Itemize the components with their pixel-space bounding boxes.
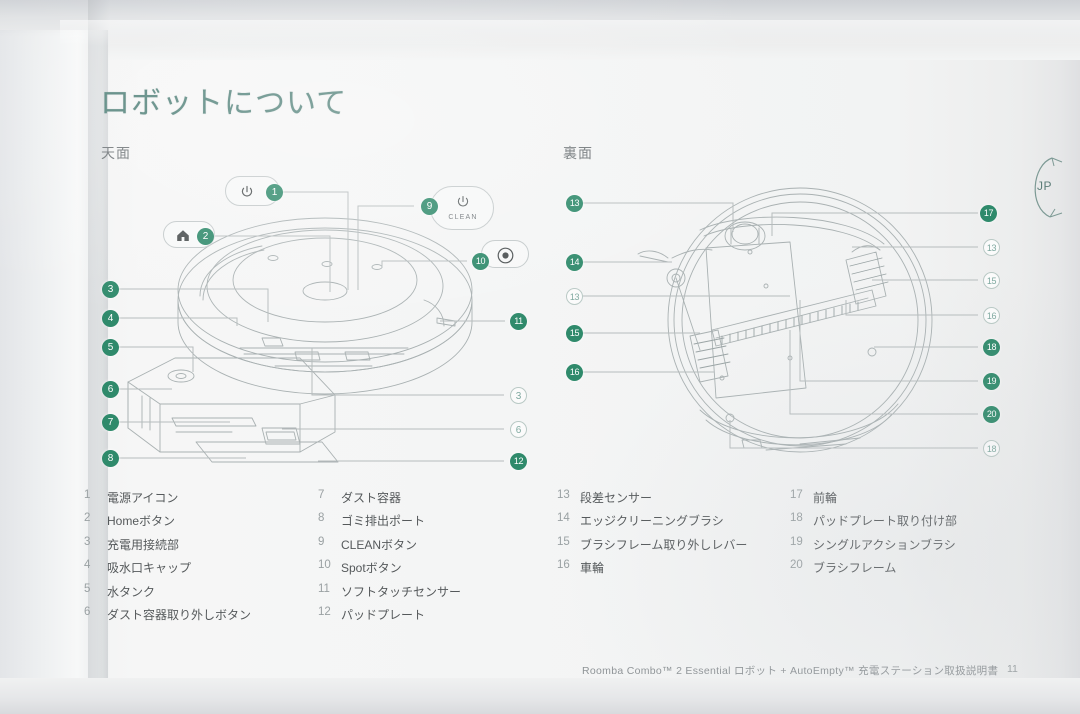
- legend-item-label: 車輪: [580, 561, 605, 576]
- power-icon: [457, 195, 469, 207]
- legend-item-label: パッドプレート取り付け部: [813, 514, 958, 529]
- language-tab-label: JP: [1037, 179, 1053, 193]
- legend-item-label: ゴミ排出ポート: [341, 514, 426, 529]
- legend-item-label: ソフトタッチセンサー: [341, 584, 462, 599]
- spot-button-chip[interactable]: [481, 240, 529, 268]
- language-tab-jp: JP: [1022, 155, 1080, 221]
- callout-badge-20: 20: [983, 406, 1000, 423]
- callout-badge-19: 19: [983, 373, 1000, 390]
- callout-badge-16: 16: [983, 307, 1000, 324]
- callout-badge-13: 13: [566, 195, 583, 212]
- callout-badge-10: 10: [472, 253, 489, 270]
- callout-badge-8: 8: [102, 450, 119, 467]
- legend-item-number: 5: [84, 582, 91, 595]
- legend-item-number: 8: [318, 512, 325, 525]
- callout-badge-13: 13: [983, 239, 1000, 256]
- clean-button-chip[interactable]: CLEAN: [430, 186, 494, 230]
- legend-item-label: 前輪: [813, 491, 838, 505]
- legend-item-label: Spotボタン: [341, 561, 402, 576]
- callout-badge-18: 18: [983, 440, 1000, 457]
- legend-item-number: 19: [790, 535, 803, 548]
- legend-item-label: 吸水口キャップ: [107, 561, 192, 576]
- legend-item-label: 水タンク: [107, 584, 156, 599]
- legend-item-label: Homeボタン: [107, 514, 176, 529]
- callout-badge-2: 2: [197, 228, 214, 245]
- legend-item-label: ブラシフレーム: [813, 561, 897, 576]
- callout-badge-5: 5: [102, 339, 119, 356]
- water-tank-module-drawing: [127, 357, 339, 463]
- legend-item-label: 段差センサー: [580, 491, 653, 505]
- callout-badge-15: 15: [983, 272, 1000, 289]
- callout-badge-9: 9: [421, 198, 438, 215]
- legend-item-number: 13: [557, 489, 570, 501]
- clean-button-label: CLEAN: [448, 214, 478, 221]
- legend-item-number: 15: [557, 535, 570, 548]
- legend: 1 電源アイコン 2 Homeボタン 3 充電用接続部 4 吸水口キャップ 5 水タンク 6 ダスト容…: [0, 489, 1080, 622]
- leader-lines-top-view: [113, 191, 505, 462]
- legend-item-number: 6: [84, 605, 91, 618]
- spot-icon: [497, 247, 514, 264]
- callout-badge-1: 1: [266, 184, 283, 201]
- language-tab-arc-icon: [1034, 157, 1063, 218]
- callout-badge-15: 15: [566, 325, 583, 342]
- legend-item-number: 14: [557, 512, 570, 525]
- callout-badge-6: 6: [102, 381, 119, 398]
- home-icon: [177, 230, 189, 241]
- power-icon: [241, 185, 253, 197]
- page-title: ロボットについて: [100, 87, 348, 120]
- legend-item-label: 電源アイコン: [107, 491, 179, 505]
- legend-item-label: ダスト容器取り外しボタン: [107, 607, 252, 622]
- footer-text: Roomba Combo™ 2 Essential ロボット + AutoEmp…: [582, 665, 999, 677]
- callout-badge-12: 12: [510, 453, 527, 470]
- legend-item-number: 10: [318, 559, 331, 572]
- legend-item-number: 16: [557, 559, 570, 572]
- callout-badge-13: 13: [566, 288, 583, 305]
- legend-item-label: パッドプレート: [341, 607, 426, 622]
- section-heading-top-view: 天面: [101, 145, 131, 161]
- legend-item-label: ブラシフレーム取り外しレバー: [580, 537, 748, 552]
- legend-item-label: 充電用接続部: [107, 537, 180, 552]
- legend-item-number: 1: [84, 489, 91, 501]
- legend-item-label: ダスト容器: [341, 491, 402, 505]
- legend-item-label: エッジクリーニングブラシ: [580, 514, 724, 529]
- legend-item-number: 17: [790, 489, 803, 501]
- callout-badge-17: 17: [980, 205, 997, 222]
- section-heading-bottom-view: 裏面: [563, 145, 593, 161]
- callout-badge-3: 3: [102, 281, 119, 298]
- legend-item-number: 7: [318, 489, 325, 501]
- legend-item-label: CLEANボタン: [341, 537, 418, 552]
- legend-item-number: 12: [318, 605, 331, 618]
- callout-badge-6: 6: [510, 421, 527, 438]
- page-number: 11: [1007, 663, 1018, 675]
- bottom-view-robot-drawing: [637, 187, 933, 453]
- callout-badge-16: 16: [566, 364, 583, 381]
- legend-item-number: 3: [84, 535, 91, 548]
- legend-item-number: 20: [790, 559, 803, 572]
- page-left-edge: [0, 30, 108, 714]
- legend-item-number: 11: [318, 582, 330, 595]
- callout-badge-11: 11: [510, 313, 527, 330]
- top-view-robot-drawing: [177, 217, 473, 395]
- callout-badge-18: 18: [983, 339, 1000, 356]
- legend-item-number: 18: [790, 512, 803, 525]
- page-top-fold: [60, 20, 1080, 46]
- leader-lines-bottom-view: [583, 202, 978, 449]
- callout-badge-14: 14: [566, 254, 583, 271]
- callout-badge-7: 7: [102, 414, 119, 431]
- page-gutter-shadow: [88, 0, 110, 714]
- legend-item-number: 2: [84, 512, 91, 525]
- legend-item-label: シングルアクションブラシ: [813, 537, 956, 552]
- legend-item-number: 4: [84, 559, 91, 572]
- callout-badge-4: 4: [102, 310, 119, 327]
- legend-item-number: 9: [318, 535, 325, 548]
- callout-badge-3: 3: [510, 387, 527, 404]
